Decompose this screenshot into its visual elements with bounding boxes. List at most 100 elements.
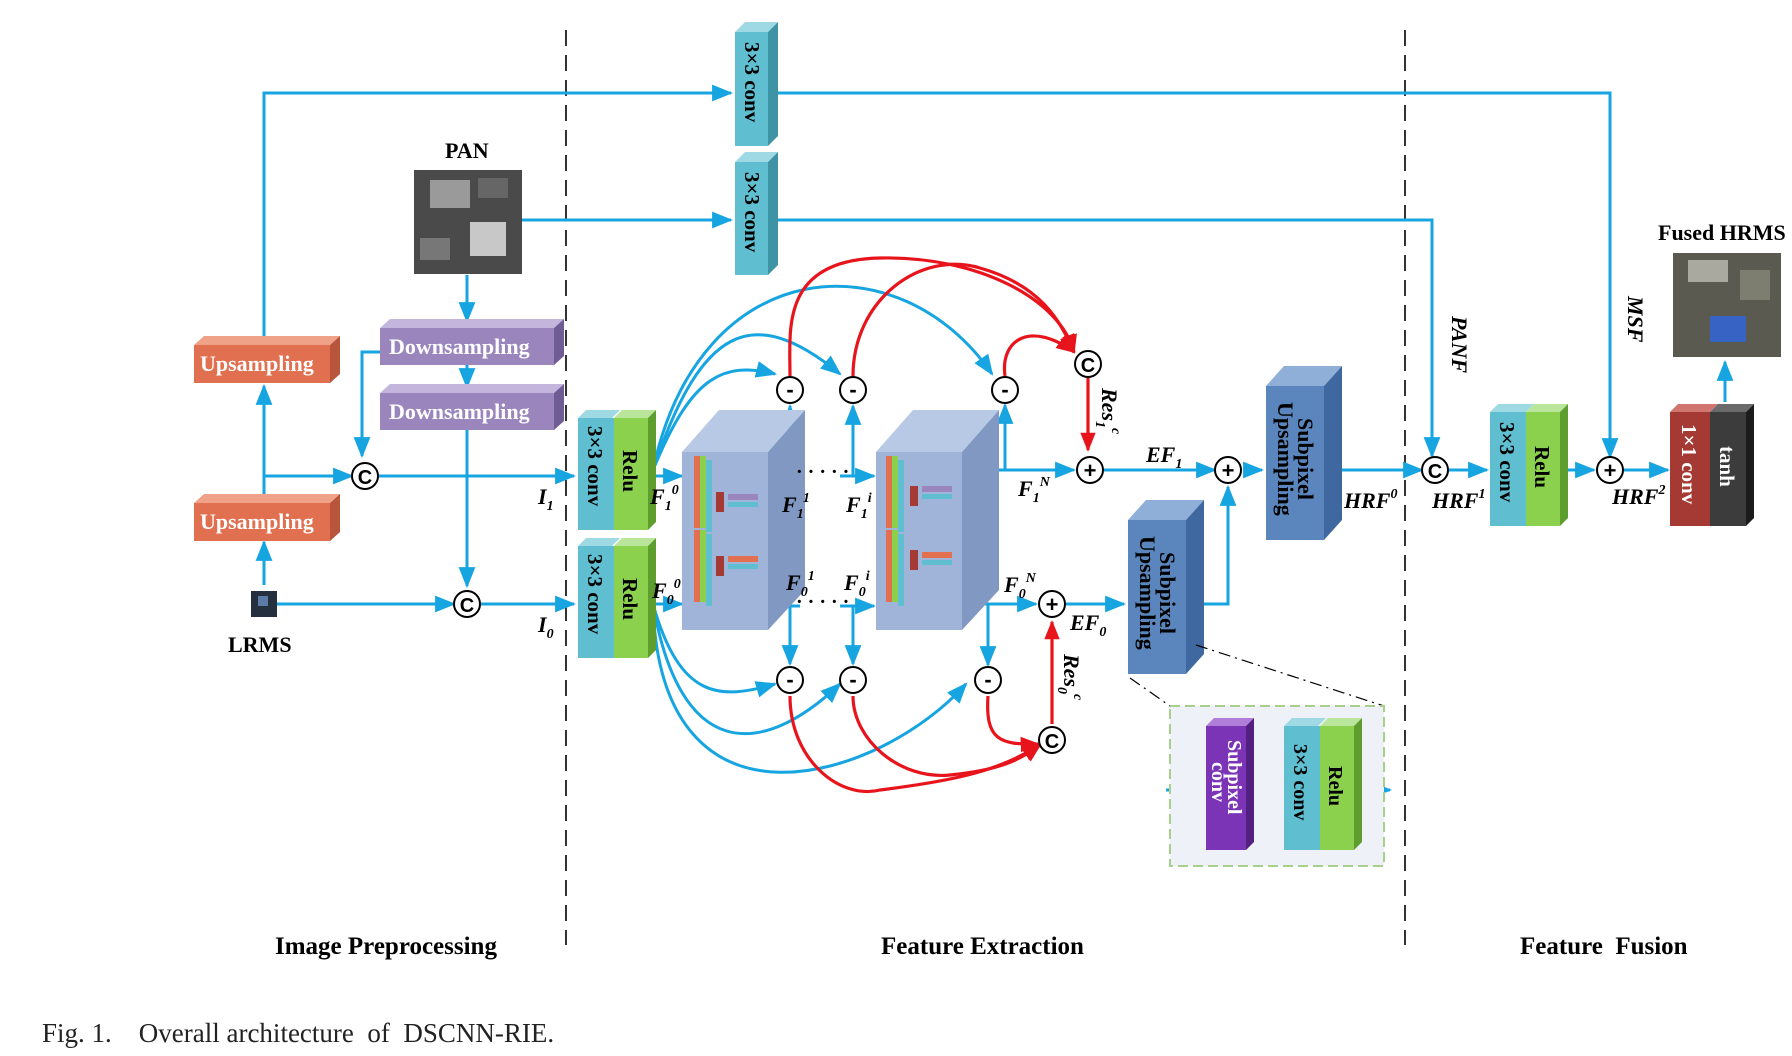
concat-symbol: C bbox=[1081, 355, 1095, 377]
op-symbols: C C C C C - - - - - - + + + + bbox=[358, 355, 1617, 753]
label-F0-i: F0i bbox=[843, 569, 870, 600]
upsampling-box-bottom: Upsampling bbox=[194, 494, 340, 541]
inset-pointer-right bbox=[1195, 644, 1385, 707]
label-F1-1: F11 bbox=[781, 491, 810, 522]
op-circles bbox=[351, 350, 1624, 754]
concat-symbol: C bbox=[1428, 461, 1442, 483]
label-I1: I1 bbox=[537, 484, 554, 514]
label-F1-N: F1N bbox=[1017, 475, 1051, 506]
label-HRF0: HRF0 bbox=[1343, 487, 1397, 513]
upsampling-box-top: Upsampling bbox=[194, 336, 340, 383]
relu-label: Relu bbox=[1530, 446, 1554, 488]
concat-symbol: C bbox=[460, 595, 474, 617]
add-node-msf bbox=[1596, 456, 1624, 484]
sub-node-b3 bbox=[974, 666, 1002, 694]
sub-symbol: - bbox=[786, 377, 793, 402]
label-HRF2: HRF2 bbox=[1611, 483, 1665, 509]
add-symbol: + bbox=[1604, 458, 1617, 483]
inset-pointer-left bbox=[1129, 677, 1171, 707]
sub-symbol: - bbox=[786, 667, 793, 692]
pan-label: PAN bbox=[445, 138, 489, 163]
concat-symbol: C bbox=[358, 467, 372, 489]
add-node-ef1 bbox=[1076, 456, 1104, 484]
pan-image bbox=[414, 170, 522, 274]
subpixel-upsampling-top: Subpixel Upsampling bbox=[1266, 366, 1342, 540]
add-symbol: + bbox=[1084, 458, 1097, 483]
downsampling-label: Downsampling bbox=[389, 334, 530, 359]
conv3x3-label: 3×3 conv bbox=[1289, 744, 1311, 820]
concat-node-res0 bbox=[1038, 726, 1066, 754]
figure-caption: Fig. 1. Overall architecture of DSCNN-RI… bbox=[42, 1018, 555, 1048]
label-Res1c: Res1c bbox=[1092, 387, 1123, 435]
label-F1-0: F10 bbox=[649, 483, 679, 514]
subpixel-conv-label: Subpixel bbox=[1223, 740, 1245, 815]
downsampling-label: Downsampling bbox=[389, 399, 530, 424]
label-MSF: MSF bbox=[1623, 295, 1648, 343]
output-image bbox=[1673, 253, 1781, 357]
label-EF0: EF0 bbox=[1069, 610, 1106, 640]
sub-symbol: - bbox=[849, 377, 856, 402]
subpixel-label-2: Upsampling bbox=[1273, 402, 1298, 516]
sub-symbol: - bbox=[1001, 377, 1008, 402]
relu-label: Relu bbox=[618, 450, 642, 492]
label-F1-i: F1i bbox=[845, 491, 872, 522]
downsampling-box-top: Downsampling bbox=[380, 319, 564, 365]
output-label: Fused HRMS bbox=[1658, 220, 1786, 245]
conv3x3-label: 3×3 conv bbox=[583, 554, 607, 635]
lrms-image bbox=[251, 591, 277, 617]
sub-symbol: - bbox=[984, 667, 991, 692]
subpixel-conv-label-2: conv bbox=[1207, 762, 1229, 802]
sub-node-b1 bbox=[776, 666, 804, 694]
sub-node-t1 bbox=[776, 376, 804, 404]
relu-label: Relu bbox=[618, 578, 642, 620]
concat-node-fusion bbox=[1421, 456, 1449, 484]
conv-relu-pair-1: 3×3 conv Relu bbox=[578, 410, 656, 530]
sub-node-b2 bbox=[839, 666, 867, 694]
conv3x3-label: 3×3 conv bbox=[740, 42, 764, 123]
label-HRF1: HRF1 bbox=[1431, 487, 1485, 513]
label-Res0c: Res0c bbox=[1054, 653, 1085, 701]
conv1x1-label: 1×1 conv bbox=[1677, 424, 1701, 505]
sub-node-t3 bbox=[991, 376, 1019, 404]
sub-node-t2 bbox=[839, 376, 867, 404]
label-F0-1: F01 bbox=[785, 569, 815, 600]
add-symbol: + bbox=[1222, 458, 1235, 483]
red-connections bbox=[788, 256, 1096, 793]
lrms-label: LRMS bbox=[228, 632, 292, 657]
label-PANF: PANF bbox=[1447, 315, 1472, 373]
label-I0: I0 bbox=[537, 612, 554, 642]
chain-dots-bottom: · · · · · bbox=[796, 591, 849, 613]
extraction-block-1 bbox=[682, 410, 805, 630]
tanh-label: tanh bbox=[1715, 446, 1739, 487]
sub-symbol: - bbox=[849, 667, 856, 692]
upsampling-label: Upsampling bbox=[200, 509, 314, 534]
downsampling-box-bottom: Downsampling bbox=[380, 384, 564, 430]
concat-node-upper bbox=[351, 462, 379, 490]
concat-node-lower bbox=[453, 590, 481, 618]
conv-box-top-skip: 3×3 conv bbox=[735, 22, 778, 146]
subpixel-label: Subpixel bbox=[1293, 418, 1318, 500]
upsampling-label: Upsampling bbox=[200, 351, 314, 376]
subpixel-label-2: Upsampling bbox=[1135, 536, 1160, 650]
conv3x3-label: 3×3 conv bbox=[583, 426, 607, 507]
section-title-fusion: Feature Fusion bbox=[1520, 933, 1688, 960]
conv-box-pan-skip: 3×3 conv bbox=[735, 152, 778, 275]
feature-labels: I1 I0 F10 F00 F11 F1i F01 F0i F1N F0N EF… bbox=[537, 295, 1665, 701]
relu-label: Relu bbox=[1324, 766, 1346, 806]
conv3x3-label: 3×3 conv bbox=[740, 172, 764, 253]
concat-symbol: C bbox=[1045, 731, 1059, 753]
conv-relu-pair-0: 3×3 conv Relu bbox=[578, 538, 656, 658]
label-F0-N: F0N bbox=[1003, 571, 1037, 602]
section-title-preprocessing: Image Preprocessing bbox=[275, 933, 497, 960]
conv3x3-label: 3×3 conv bbox=[1495, 422, 1519, 503]
fusion-conv1x1-tanh: 1×1 conv tanh bbox=[1670, 404, 1754, 526]
section-title-extraction: Feature Extraction bbox=[881, 933, 1084, 960]
add-node-mid bbox=[1214, 456, 1242, 484]
label-F0-0: F00 bbox=[651, 577, 681, 608]
subpixel-detail-inset: Subpixel conv 3×3 conv Relu bbox=[1169, 705, 1385, 867]
fusion-conv-relu: 3×3 conv Relu bbox=[1490, 404, 1568, 526]
label-EF1: EF1 bbox=[1145, 442, 1182, 472]
extraction-block-i bbox=[876, 410, 999, 630]
add-symbol: + bbox=[1046, 592, 1059, 617]
